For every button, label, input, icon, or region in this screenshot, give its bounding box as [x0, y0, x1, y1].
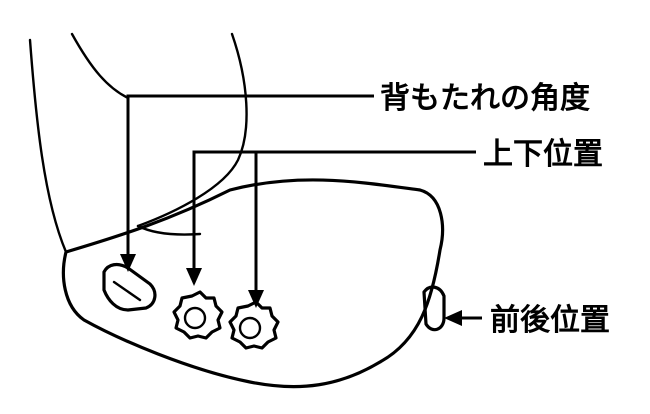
- seat-cushion-panel: [61, 178, 445, 389]
- height-knob-rear: [228, 300, 280, 350]
- seat-back: [28, 32, 248, 254]
- recline-lever: [102, 262, 157, 312]
- height-knob-front: [172, 290, 224, 340]
- callout-backrest-angle: 背もたれの角度: [380, 81, 590, 116]
- leader-height-position: [186, 150, 476, 308]
- callout-fore-aft-position: 前後位置: [490, 303, 610, 338]
- leader-backrest-angle: [120, 94, 374, 272]
- leader-fore-aft-position: [444, 310, 482, 326]
- callout-height-position: 上下位置: [483, 137, 603, 172]
